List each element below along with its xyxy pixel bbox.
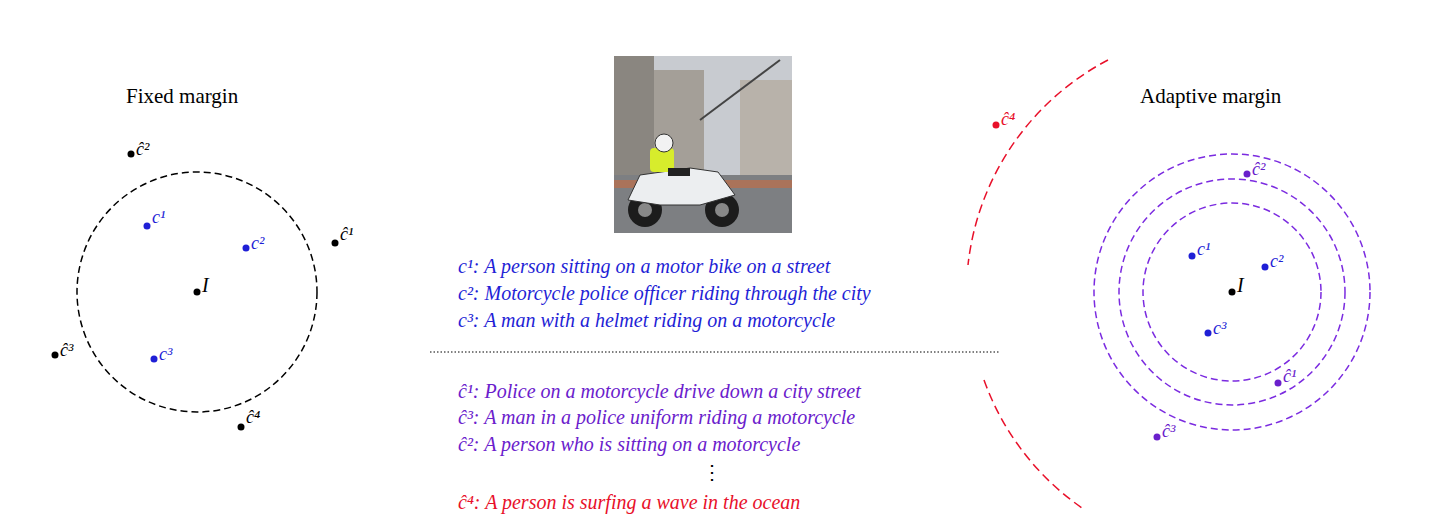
photo	[614, 56, 792, 233]
positive-dots	[1189, 253, 1269, 337]
point-label: ĉ²	[1252, 160, 1265, 178]
ellipsis: ⋮	[702, 462, 722, 482]
point-label: ĉ⁴	[246, 408, 260, 426]
margin-circle	[77, 172, 317, 412]
point-label: I	[202, 275, 209, 295]
point-label: c³	[1213, 319, 1226, 337]
margin-circles	[1094, 154, 1370, 430]
point-label: ĉ²	[136, 140, 149, 158]
caption-line: ĉ¹: Police on a motorcycle drive down a …	[458, 381, 861, 401]
caption-line: ĉ⁴: A person is surfing a wave in the oc…	[458, 492, 800, 512]
panel-title: Fixed margin	[126, 86, 238, 107]
image-dot	[1229, 289, 1236, 296]
point-label: c¹	[1197, 240, 1210, 258]
point-label: ĉ³	[1162, 422, 1175, 440]
positive-dots	[144, 223, 250, 363]
point-label: c¹	[152, 208, 165, 226]
point-label: c²	[251, 234, 264, 252]
point-label: ĉ¹	[340, 225, 353, 243]
negative-dots	[1154, 171, 1282, 441]
embedding-dots	[52, 151, 339, 431]
caption-line: c¹: A person sitting on a motor bike on …	[458, 256, 830, 276]
point-label: ĉ⁴	[1001, 110, 1015, 128]
point-label: c²	[1270, 252, 1283, 270]
negative-dot	[993, 122, 1000, 129]
point-label: c³	[159, 345, 172, 363]
point-label: ĉ³	[60, 341, 73, 359]
point-label: ĉ¹	[1283, 367, 1296, 385]
caption-line: c²: Motorcycle police officer riding thr…	[458, 283, 871, 303]
point-label: I	[1237, 275, 1244, 295]
caption-line: ĉ²: A person who is sitting on a motorcy…	[458, 434, 800, 454]
separator	[430, 352, 1000, 353]
caption-line: ĉ³: A man in a police uniform riding a m…	[458, 407, 855, 427]
caption-line: c³: A man with a helmet riding on a moto…	[458, 310, 835, 330]
panel-title: Adaptive margin	[1140, 86, 1281, 107]
outer-margin-arc	[968, 60, 1108, 510]
